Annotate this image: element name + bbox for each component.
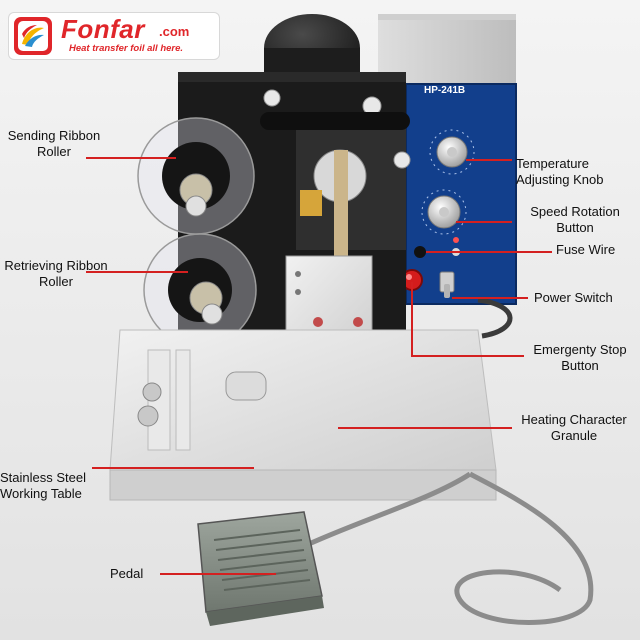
speed-knob xyxy=(427,195,461,229)
leader-lines xyxy=(86,157,552,575)
fuse-holder xyxy=(414,237,460,258)
sending-ribbon-roller xyxy=(137,117,255,235)
label-speed-rotation-button: Speed Rotation Button xyxy=(512,204,638,236)
working-table xyxy=(109,329,497,501)
brand-logo: Fonfar .com Heat transfer foil all here. xyxy=(8,12,220,60)
label-temperature-knob: Temperature Adjusting Knob xyxy=(516,156,603,188)
label-temperature-line2: Adjusting Knob xyxy=(516,172,604,187)
label-power-line1: Power Switch xyxy=(534,290,613,305)
label-emergency-line1: Emergenty Stop xyxy=(533,342,627,357)
label-pedal-line1: Pedal xyxy=(110,566,144,581)
label-table-line1: Stainless Steel xyxy=(0,470,86,485)
retrieving-ribbon-roller xyxy=(143,233,257,347)
brand-logo-icon xyxy=(14,17,52,55)
label-heating-character-granule: Heating Character Granule xyxy=(514,412,634,444)
control-panel xyxy=(405,83,517,305)
label-retrieving-ribbon-roller: Retrieving Ribbon Roller xyxy=(0,258,112,290)
label-pedal: Pedal xyxy=(110,566,143,582)
label-retrieving-line1: Retrieving Ribbon xyxy=(4,258,108,273)
brand-name: Fonfar xyxy=(61,14,145,44)
label-emergency-line2: Button xyxy=(561,358,599,373)
foot-pedal xyxy=(197,511,324,626)
label-retrieving-line2: Roller xyxy=(39,274,73,289)
power-switch xyxy=(439,271,455,298)
motor xyxy=(264,14,360,82)
label-fuse-line1: Fuse Wire xyxy=(556,242,616,257)
label-emergency-stop-button: Emergenty Stop Button xyxy=(524,342,636,374)
label-sending-line1: Sending Ribbon xyxy=(7,128,101,143)
label-speed-line2: Button xyxy=(556,220,594,235)
label-temperature-line1: Temperature xyxy=(516,156,589,171)
label-granule-line2: Granule xyxy=(550,428,598,443)
model-plate: HP-241B xyxy=(424,85,466,96)
label-power-switch: Power Switch xyxy=(534,290,613,306)
label-granule-line1: Heating Character xyxy=(521,412,627,427)
label-table-line2: Working Table xyxy=(0,486,82,501)
brand-domain: .com xyxy=(159,24,190,39)
label-fuse-wire: Fuse Wire xyxy=(556,242,615,258)
label-speed-line1: Speed Rotation xyxy=(530,204,620,219)
temperature-knob xyxy=(436,136,468,168)
leader-line-emergency xyxy=(411,282,524,357)
label-working-table: Stainless Steel Working Table xyxy=(0,470,86,502)
label-sending-line2: Roller xyxy=(37,144,71,159)
label-sending-ribbon-roller: Sending Ribbon Roller xyxy=(0,128,108,160)
brand-tagline: Heat transfer foil all here. xyxy=(69,43,184,54)
